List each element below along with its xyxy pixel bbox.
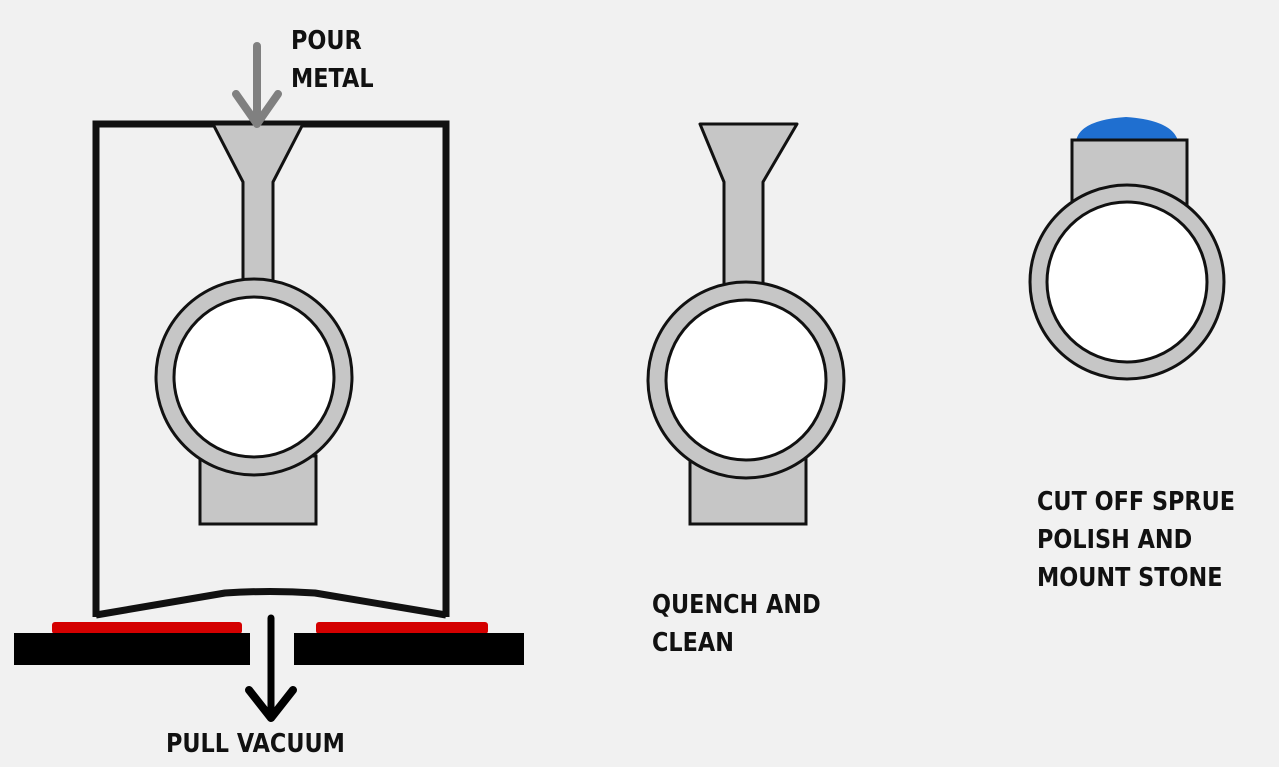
casting-in-flask xyxy=(154,122,354,526)
quench-label: QUENCH AND CLEAN xyxy=(652,586,821,662)
seal-gasket-right xyxy=(316,622,488,634)
vacuum-table-left xyxy=(14,633,250,665)
blue-stone xyxy=(1076,117,1178,141)
flask-step xyxy=(14,42,524,722)
ring-hole xyxy=(172,295,336,459)
finish-label-line-2: POLISH AND xyxy=(1037,525,1193,555)
seal-gasket-left xyxy=(52,622,242,634)
pull-vacuum-label: PULL VACUUM xyxy=(166,729,345,759)
sprue-funnel xyxy=(698,122,799,294)
vacuum-table-right xyxy=(294,633,524,665)
quench-step-casting xyxy=(646,122,846,526)
finish-label-line-1: CUT OFF SPRUE xyxy=(1037,487,1236,517)
vacuum-base-membrane xyxy=(95,588,447,619)
finish-label-line-3: MOUNT STONE xyxy=(1037,563,1223,593)
pour-metal-label: POUR METAL xyxy=(291,22,374,98)
sprue-funnel xyxy=(211,122,305,294)
quench-label-line-2: CLEAN xyxy=(652,628,734,658)
vacuum-arrow xyxy=(245,614,297,722)
quench-label-line-1: QUENCH AND xyxy=(652,590,821,620)
finished-ring xyxy=(1028,117,1226,381)
pour-label-line-2: METAL xyxy=(291,64,374,94)
pour-arrow xyxy=(232,42,282,128)
ring-hole xyxy=(664,298,828,462)
ring-hole xyxy=(1045,200,1209,364)
pour-label-line-1: POUR xyxy=(291,26,362,56)
finish-label: CUT OFF SPRUE POLISH AND MOUNT STONE xyxy=(1037,483,1235,597)
